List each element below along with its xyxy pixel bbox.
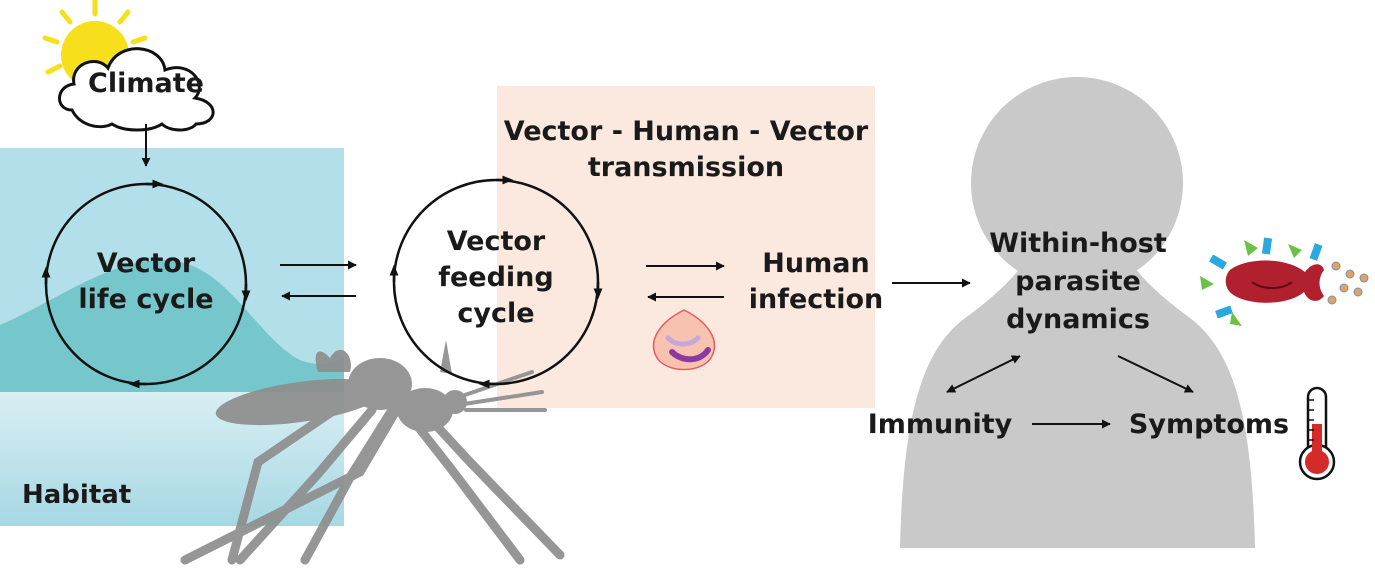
feeding-cycle-label-line1: Vector: [447, 226, 546, 257]
life-cycle-circle: Vector life cycle: [41, 179, 251, 389]
parasite-icon: [1200, 237, 1369, 326]
thermometer-icon: [1298, 386, 1336, 481]
human-infection-label-line2: infection: [749, 284, 883, 315]
symptoms-label: Symptoms: [1129, 409, 1289, 440]
mosquito-icon: [180, 340, 565, 565]
habitat-panel: Habitat: [0, 148, 344, 526]
immunity-label: Immunity: [868, 409, 1013, 440]
climate-label: Climate: [88, 68, 204, 99]
life-cycle-label-line2: life cycle: [78, 284, 213, 315]
transmission-title-line1: Vector - Human - Vector: [504, 116, 869, 147]
within-host-label-line1: Within-host: [989, 228, 1167, 259]
feeding-cycle-label-line3: cycle: [457, 298, 534, 329]
feeding-cycle-circle: Vector feeding cycle: [389, 175, 603, 389]
human-silhouette: [900, 77, 1255, 548]
feeding-cycle-label-line2: feeding: [438, 262, 554, 293]
cloud-icon: Climate: [58, 47, 215, 132]
within-host-label-line3: dynamics: [1006, 304, 1150, 335]
blood-drop-icon: [652, 309, 716, 371]
human-infection-label-line1: Human: [762, 248, 869, 279]
transmission-title-line2: transmission: [588, 152, 784, 183]
arrow-within-host-symptoms: [1117, 355, 1194, 393]
transmission-panel: Vector - Human - Vector transmission: [497, 86, 875, 408]
arrow-within-host-immunity: [946, 355, 1021, 393]
within-host-label-line2: parasite: [1015, 266, 1141, 297]
habitat-label: Habitat: [22, 480, 131, 510]
life-cycle-label-line1: Vector: [97, 248, 196, 279]
